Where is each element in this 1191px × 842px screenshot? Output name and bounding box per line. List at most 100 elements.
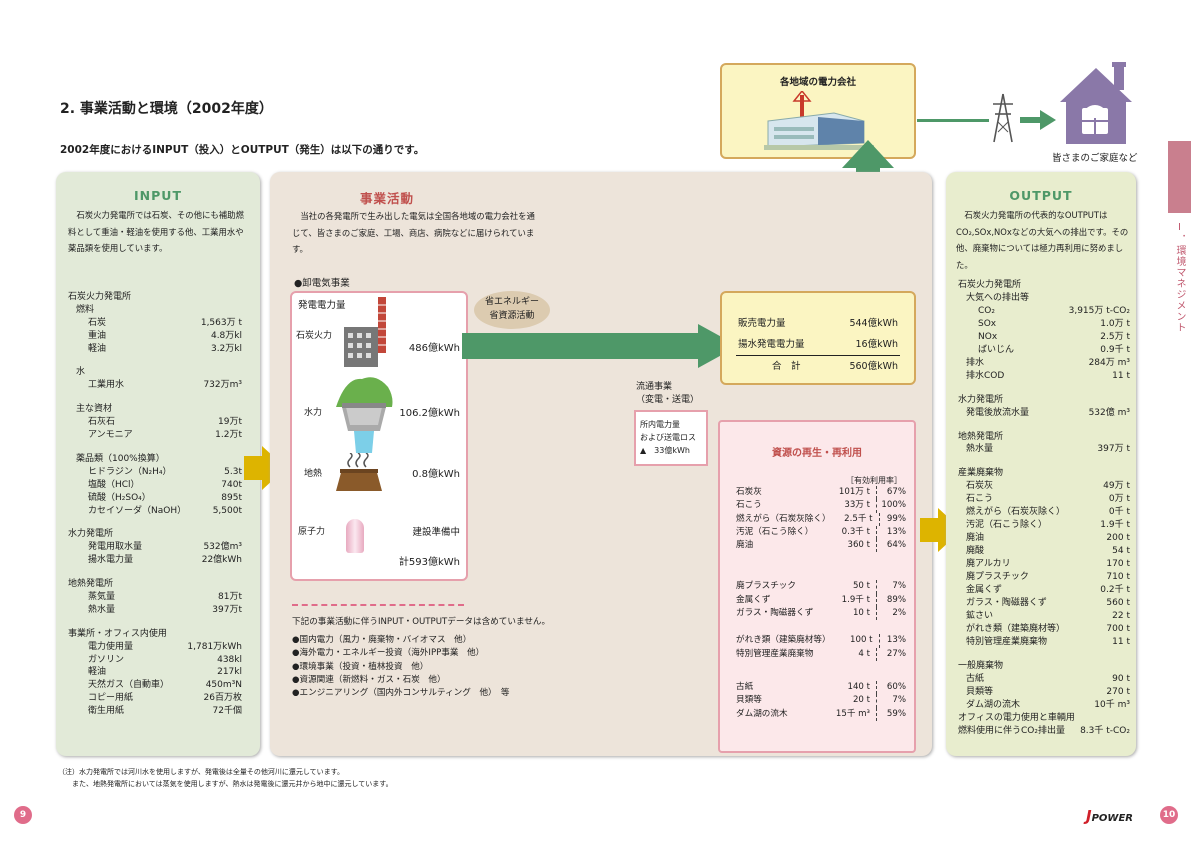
output-row: がれき類（建築廃材等）700 t xyxy=(958,623,1132,636)
recycling-row-label: ガラス・陶磁器くず xyxy=(736,608,814,619)
recycling-row-label: がれき類（建築廃材等） xyxy=(736,635,831,646)
recycling-row-value: 140 t xyxy=(847,681,870,692)
input-row-label: 水力発電所 xyxy=(68,529,114,540)
input-row-value: 532億m³ xyxy=(203,542,242,553)
recycling-spacer xyxy=(736,552,906,580)
output-row-label: 排水COD xyxy=(966,370,1005,381)
recycling-row-rate: 27% xyxy=(876,647,906,661)
input-row-label: 石炭 xyxy=(88,317,107,328)
output-row-value xyxy=(1130,467,1132,480)
page-number-left: 9 xyxy=(14,806,32,824)
recycling-row-label: 古紙 xyxy=(736,681,754,692)
geothermal-icon xyxy=(336,453,382,491)
recycling-row-value: 0.3千 t xyxy=(841,526,870,537)
output-row-label: NOx xyxy=(978,331,998,342)
output-row-label: CO₂ xyxy=(978,305,995,316)
output-row-label: 廃アルカリ xyxy=(966,559,1011,570)
page-number-right: 10 xyxy=(1160,806,1178,824)
output-row-value: 0千 t xyxy=(1108,507,1130,518)
input-row: カセイソーダ（NaOH）5,500t xyxy=(68,505,244,518)
hydro-value: 106.2億kWh xyxy=(399,408,460,419)
recycling-row-value: 20 t xyxy=(852,695,870,706)
input-row-value: 895t xyxy=(221,492,242,503)
recycling-row-value: 2.5千 t xyxy=(844,513,873,524)
output-row-value: 11 t xyxy=(1112,636,1130,647)
generation-total: 計593億kWh xyxy=(398,557,460,568)
output-arrow-icon xyxy=(920,508,962,552)
jpower-logo: JPOWER xyxy=(1086,806,1133,825)
input-spacer xyxy=(68,567,244,578)
output-spacer xyxy=(958,649,1132,660)
recycling-row-rate: 100% xyxy=(876,499,906,513)
recycling-row-label: 貝類等 xyxy=(736,695,762,706)
business-note: 下記の事業活動に伴うINPUT・OUTPUTデータは含めていません。 xyxy=(292,617,551,627)
nuclear-label: 原子力 xyxy=(298,527,326,537)
input-row-value: 1,781万kWh xyxy=(187,641,242,652)
recycling-row-rate: 99% xyxy=(878,512,906,526)
logo-text: POWER xyxy=(1091,813,1133,824)
output-row-label: がれき類（建築廃材等） xyxy=(966,623,1066,634)
input-row-label: 電力使用量 xyxy=(88,641,134,652)
output-row: 産業廃棄物 xyxy=(958,467,1132,480)
input-row-value xyxy=(242,403,244,416)
side-tab[interactable] xyxy=(1168,141,1191,213)
coal-plant-icon xyxy=(344,297,386,367)
output-row-value: 10千 m³ xyxy=(1094,699,1130,710)
recycling-row-rate: 7% xyxy=(876,580,906,594)
input-row: 事業所・オフィス内使用 xyxy=(68,628,244,641)
input-row-value: 438kl xyxy=(217,654,242,665)
input-row-label: ガソリン xyxy=(88,654,125,665)
sales-row-value: 16億kWh xyxy=(855,339,898,350)
output-row-value xyxy=(1130,660,1132,673)
energy-saving-label: 省エネルギー 省資源活動 xyxy=(484,297,539,321)
coal-value: 486億kWh xyxy=(408,343,460,354)
input-row-value: 4.8万kl xyxy=(210,330,242,341)
recycling-row-value: 4 t xyxy=(858,648,870,659)
input-row: 石炭火力発電所 xyxy=(68,291,244,304)
recycling-row-value: 33万 t xyxy=(844,500,870,511)
generation-arrow xyxy=(462,324,738,368)
output-panel: OUTPUT 石炭火力発電所の代表的なOUTPUTはCO₂,SOx,NOxなどの… xyxy=(946,172,1136,756)
output-spacer xyxy=(958,383,1132,394)
recycling-row-label: 金属くず xyxy=(736,594,771,605)
recycling-title: 資源の再生・再利用 xyxy=(772,448,862,459)
input-row-value: 3.2万kl xyxy=(210,343,242,354)
house-icon xyxy=(1060,62,1132,144)
input-row: 塩酸（HCl）740t xyxy=(68,479,244,492)
output-row-label: ばいじん xyxy=(978,344,1015,355)
power-company-box: 各地域の電力会社 xyxy=(720,63,916,159)
output-row-value: 90 t xyxy=(1112,673,1130,684)
input-row-label: 主な資材 xyxy=(76,404,113,415)
output-row-label: 廃プラスチック xyxy=(966,572,1029,583)
output-row-value: 2.5万 t xyxy=(1100,331,1130,342)
recycling-row-value: 360 t xyxy=(847,540,870,551)
output-row: 地熱発電所 xyxy=(958,431,1132,444)
output-row-value: 49万 t xyxy=(1103,481,1130,492)
output-row: 大気への排出等 xyxy=(958,292,1132,305)
output-row-value: 532億 m³ xyxy=(1088,407,1130,418)
output-spacer xyxy=(958,456,1132,467)
distribution-loss: 所内電力量 および送電ロス ▲ 33億kWh xyxy=(640,420,696,455)
input-row: 薬品類（100%換算） xyxy=(68,453,244,466)
